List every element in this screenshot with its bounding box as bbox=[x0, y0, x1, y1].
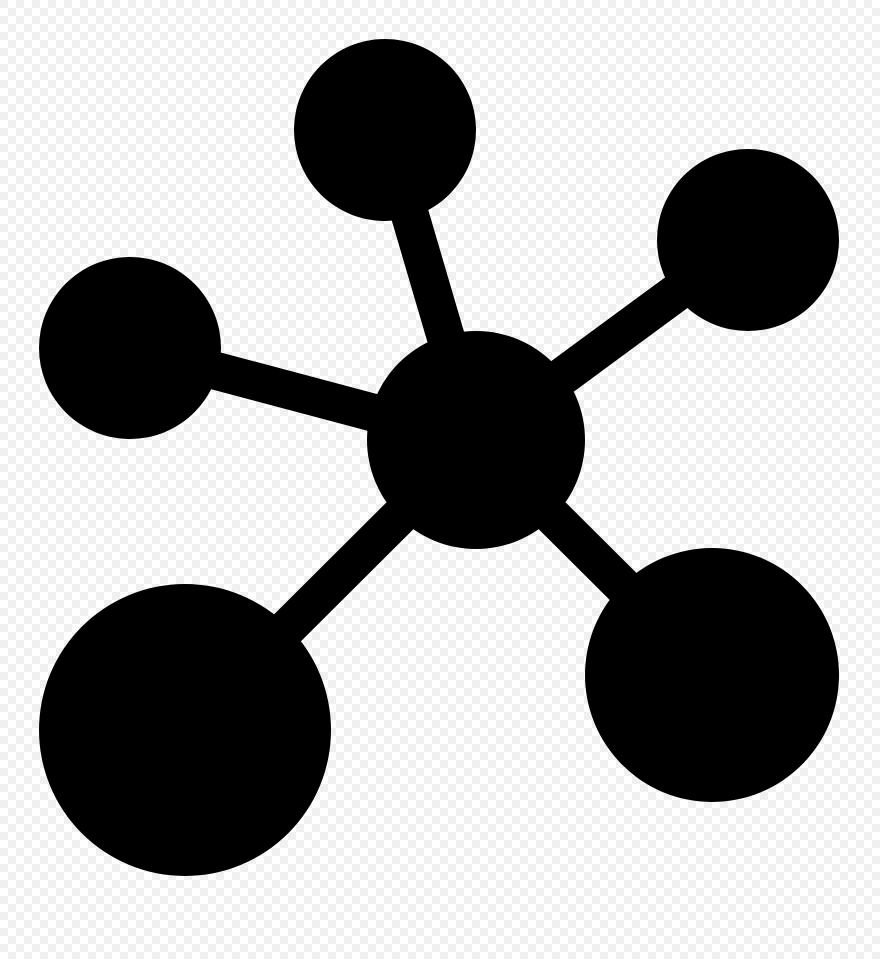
node-bottom-right bbox=[585, 548, 839, 802]
node-right bbox=[657, 149, 839, 331]
node-bottom-left bbox=[39, 584, 331, 876]
node-left bbox=[39, 257, 221, 439]
node-top bbox=[294, 39, 476, 221]
node-center bbox=[367, 331, 585, 549]
